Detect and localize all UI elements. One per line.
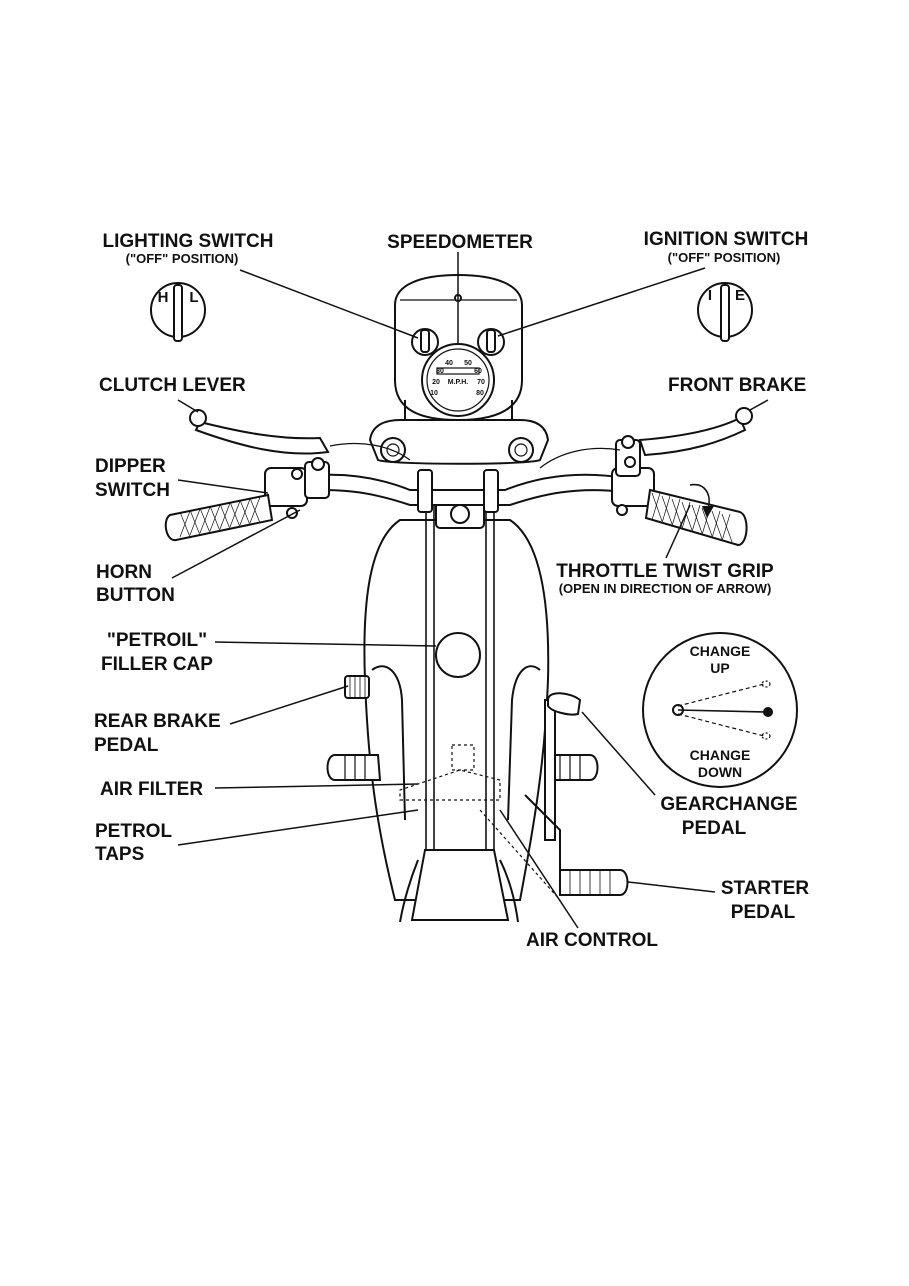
ignition-switch-inset: I E bbox=[697, 282, 753, 342]
left-grip bbox=[164, 493, 274, 542]
lighting-switch-inset: H L bbox=[150, 282, 206, 342]
right-controls bbox=[539, 407, 753, 516]
leader-lines bbox=[171, 252, 769, 929]
label-gearchange-1: GEARCHANGE bbox=[660, 794, 797, 815]
speedo-tick: 10 bbox=[430, 390, 438, 397]
label-ignition-switch: IGNITION SWITCH bbox=[644, 229, 809, 250]
speedo-tick: 70 bbox=[477, 379, 485, 386]
right-grip bbox=[644, 483, 748, 547]
change-down-line2: DOWN bbox=[698, 764, 742, 780]
label-ignition-switch-sub: ("OFF" POSITION) bbox=[668, 250, 781, 265]
handlebar bbox=[294, 469, 626, 513]
lighting-switch-letter-l: L bbox=[189, 289, 198, 306]
speedo-tick: 40 bbox=[445, 360, 453, 367]
label-speedometer: SPEEDOMETER bbox=[387, 232, 533, 253]
label-throttle: THROTTLE TWIST GRIP bbox=[556, 561, 774, 582]
gearchange-pedal-part bbox=[544, 692, 582, 841]
speedo-tick: 80 bbox=[476, 390, 484, 397]
label-rear-brake-1: REAR BRAKE bbox=[94, 711, 221, 732]
speedo-tick: 20 bbox=[432, 379, 440, 386]
lighting-switch-letter-h: H bbox=[158, 289, 169, 306]
gearchange-inset: CHANGE UP CHANGE DOWN bbox=[642, 632, 798, 788]
label-petrol-taps-2: TAPS bbox=[95, 844, 144, 865]
speedo-unit: M.P.H. bbox=[448, 379, 469, 386]
left-footrest bbox=[326, 754, 382, 781]
speedo-tick: 50 bbox=[464, 360, 472, 367]
label-horn-button-1: HORN bbox=[96, 562, 152, 583]
label-starter-1: STARTER bbox=[721, 878, 810, 899]
rear-brake-pedal bbox=[344, 675, 370, 699]
label-dipper-switch-1: DIPPER bbox=[95, 456, 166, 477]
label-front-brake: FRONT BRAKE bbox=[668, 375, 806, 396]
label-gearchange-2: PEDAL bbox=[682, 818, 747, 839]
housing-lighting-switch bbox=[411, 328, 439, 356]
petroil-filler-cap bbox=[435, 632, 481, 678]
label-air-filter: AIR FILTER bbox=[100, 779, 203, 800]
label-lighting-switch: LIGHTING SWITCH bbox=[103, 231, 274, 252]
change-down-line1: CHANGE bbox=[690, 747, 751, 763]
label-rear-brake-2: PEDAL bbox=[94, 735, 159, 756]
labels: LIGHTING SWITCH ("OFF" POSITION) SPEEDOM… bbox=[94, 229, 809, 951]
label-throttle-sub: (OPEN IN DIRECTION OF ARROW) bbox=[559, 581, 772, 596]
ignition-switch-letter-i: I bbox=[708, 287, 712, 304]
speedometer-dial: M.P.H. 10 20 30 40 50 60 70 80 bbox=[421, 343, 495, 417]
change-up-line1: CHANGE bbox=[690, 643, 751, 659]
label-lighting-switch-sub: ("OFF" POSITION) bbox=[126, 251, 239, 266]
label-petrol-taps-1: PETROL bbox=[95, 821, 172, 842]
label-air-control: AIR CONTROL bbox=[526, 930, 658, 951]
right-footrest bbox=[547, 754, 599, 781]
label-dipper-switch-2: SWITCH bbox=[95, 480, 170, 501]
scooter-body bbox=[363, 499, 561, 923]
housing-ignition-switch bbox=[477, 328, 505, 356]
change-up-line2: UP bbox=[710, 660, 729, 676]
label-starter-2: PEDAL bbox=[731, 902, 796, 923]
starter-pedal-part bbox=[524, 794, 629, 896]
label-horn-button-2: BUTTON bbox=[96, 585, 175, 606]
ignition-switch-letter-e: E bbox=[735, 287, 745, 304]
label-clutch-lever: CLUTCH LEVER bbox=[99, 375, 246, 396]
label-petroil-1: "PETROIL" bbox=[107, 630, 207, 651]
speedo-tick: 60 bbox=[474, 368, 482, 375]
speedo-tick: 30 bbox=[436, 368, 444, 375]
left-controls bbox=[189, 409, 411, 519]
label-petroil-2: FILLER CAP bbox=[101, 654, 213, 675]
